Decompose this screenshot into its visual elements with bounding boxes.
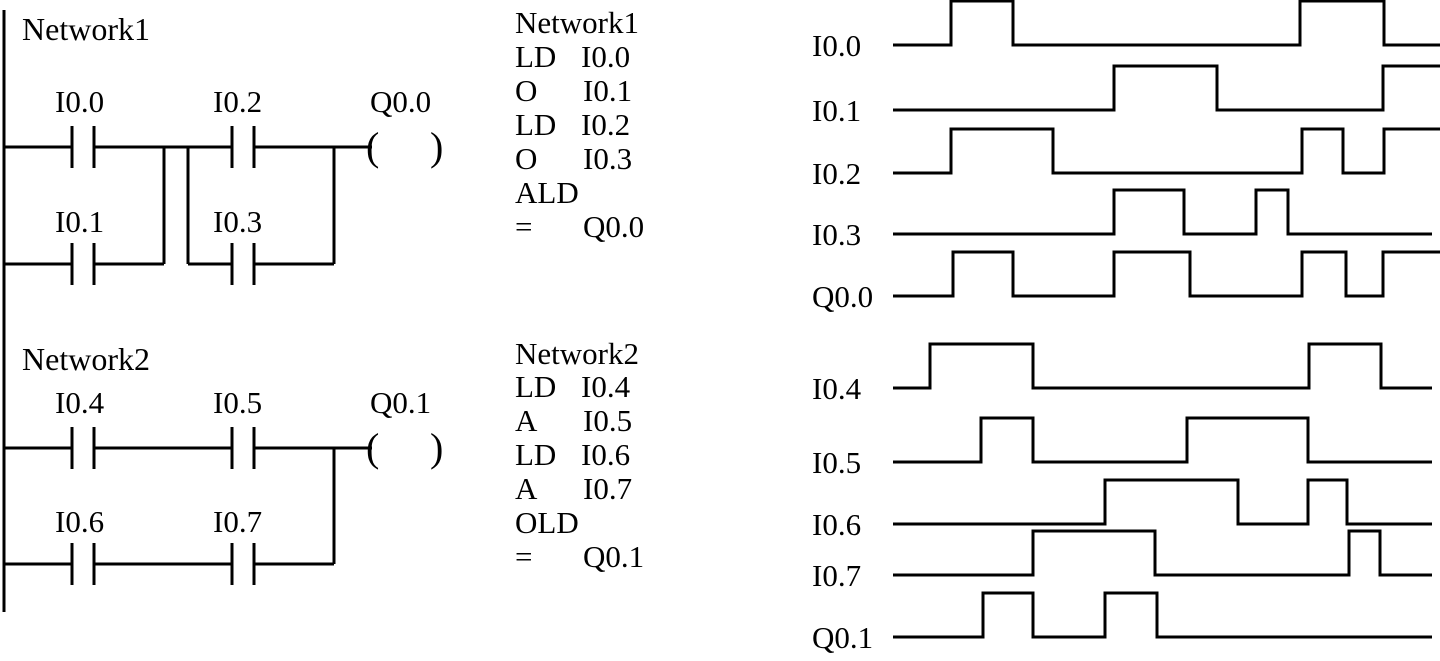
coil-paren-right: ): [430, 425, 443, 470]
signal-label: Q0.0: [812, 279, 873, 314]
contact-label-i0-0: I0.0: [55, 84, 104, 119]
waveform-trace: [893, 250, 1440, 298]
contact-i0-7: [230, 543, 256, 585]
contact-i0-0: [70, 126, 96, 168]
ladder-diagram: Network1 I0.0 I0.1 I0.2 I0.3 Q0.0 ( ): [2, 10, 443, 612]
waveform-trace: [893, 478, 1432, 526]
waveform-q0-1: Q0.1: [812, 591, 1432, 655]
coil-paren-left: (: [366, 124, 379, 169]
coil-paren-left: (: [366, 425, 379, 470]
il-operand: I0.7: [583, 471, 632, 506]
il-opcode: O: [515, 73, 537, 108]
signal-label: I0.4: [812, 371, 862, 406]
il-operand: Q0.0: [583, 209, 644, 244]
il-opcode: A: [515, 403, 538, 438]
contact-label-i0-7: I0.7: [213, 504, 262, 539]
contact-label-i0-4: I0.4: [55, 385, 105, 420]
il-opcode: A: [515, 471, 538, 506]
signal-label: I0.5: [812, 445, 861, 480]
contact-label-i0-2: I0.2: [213, 84, 262, 119]
ladder-network1: Network1 I0.0 I0.1 I0.2 I0.3 Q0.0 ( ): [4, 11, 443, 285]
signal-label: I0.7: [812, 558, 861, 593]
signal-label: I0.0: [812, 28, 861, 63]
il-opcode: LD: [515, 39, 556, 74]
waveform-i0-2: I0.2: [812, 127, 1440, 191]
coil-paren-right: ): [430, 124, 443, 169]
il-opcode: =: [515, 209, 532, 244]
waveform-trace: [893, 127, 1440, 175]
il-network1-title: Network1: [515, 5, 639, 40]
il-opcode: LD: [515, 107, 556, 142]
ladder-network2-title: Network2: [22, 341, 150, 377]
contact-label-i0-1: I0.1: [55, 204, 104, 239]
waveform-trace: [893, 416, 1432, 464]
signal-label: I0.6: [812, 507, 861, 542]
il-operand: I0.6: [581, 437, 630, 472]
coil-q0-1: ( ): [366, 425, 443, 470]
contact-i0-4: [70, 427, 96, 469]
waveform-i0-0: I0.0: [812, 0, 1440, 63]
ladder-network2: Network2 I0.4 I0.5 I0.6 I0.7 Q0.1 ( ): [4, 341, 443, 585]
waveform-trace: [893, 64, 1440, 112]
waveform-trace: [893, 0, 1440, 47]
il-operand: I0.4: [581, 369, 631, 404]
contact-label-i0-3: I0.3: [213, 204, 262, 239]
waveform-i0-3: I0.3: [812, 188, 1432, 252]
il-operand: I0.5: [583, 403, 632, 438]
waveform-trace: [893, 188, 1432, 236]
contact-i0-1: [70, 243, 96, 285]
signal-label: I0.2: [812, 156, 861, 191]
contact-label-i0-6: I0.6: [55, 504, 104, 539]
il-opcode: LD: [515, 369, 556, 404]
il-operand: I0.0: [581, 39, 630, 74]
il-opcode: LD: [515, 437, 556, 472]
il-opcode: O: [515, 141, 537, 176]
coil-q0-0: ( ): [366, 124, 443, 169]
ladder-network1-title: Network1: [22, 11, 150, 47]
contact-i0-5: [230, 427, 256, 469]
il-operand: I0.2: [581, 107, 630, 142]
il-operand: Q0.1: [583, 539, 644, 574]
waveform-trace: [893, 529, 1432, 577]
contact-i0-3: [230, 243, 256, 285]
waveform-trace: [893, 591, 1432, 639]
il-opcode: ALD: [515, 175, 579, 210]
waveform-q0-0: Q0.0: [812, 250, 1440, 314]
coil-label-q0-0: Q0.0: [370, 84, 431, 119]
waveform-i0-1: I0.1: [812, 64, 1440, 128]
waveform-i0-7: I0.7: [812, 529, 1432, 593]
il-operand: I0.3: [583, 141, 632, 176]
waveform-i0-5: I0.5: [812, 416, 1432, 480]
contact-i0-6: [70, 543, 96, 585]
il-operand: I0.1: [583, 73, 632, 108]
waveform-i0-4: I0.4: [812, 342, 1432, 406]
waveform-i0-6: I0.6: [812, 478, 1432, 542]
timing-diagram: I0.0I0.1I0.2I0.3Q0.0I0.4I0.5I0.6I0.7Q0.1: [812, 0, 1440, 655]
signal-label: I0.1: [812, 93, 861, 128]
waveform-trace: [893, 342, 1432, 390]
il-opcode: OLD: [515, 505, 579, 540]
contact-i0-2: [230, 126, 256, 168]
signal-label: I0.3: [812, 217, 861, 252]
signal-label: Q0.1: [812, 620, 873, 655]
contact-label-i0-5: I0.5: [213, 385, 262, 420]
coil-label-q0-1: Q0.1: [370, 385, 431, 420]
il-opcode: =: [515, 539, 532, 574]
il-network2-title: Network2: [515, 336, 639, 371]
